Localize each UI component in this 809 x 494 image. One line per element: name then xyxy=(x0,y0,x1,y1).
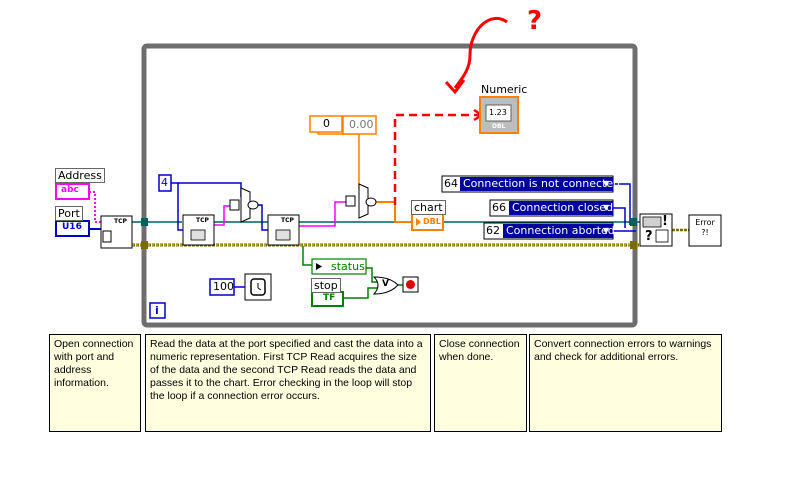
type-cast-node-2[interactable] xyxy=(345,183,377,219)
error-ring-1-arrow: ▼ xyxy=(603,179,610,188)
chart-indicator[interactable] xyxy=(411,213,444,231)
comment-open-connection: Open connection with port and address in… xyxy=(49,334,141,432)
address-wire xyxy=(89,191,101,223)
port-label: Port xyxy=(55,206,83,221)
tcp-open-label: TCP xyxy=(114,218,127,225)
cast-int-const-box[interactable] xyxy=(309,115,343,133)
ring-wire-1 xyxy=(612,183,631,225)
or-gate-label: V xyxy=(382,279,389,289)
tcp-open-node[interactable] xyxy=(100,215,133,249)
annotation-question-mark: ? xyxy=(527,6,543,36)
tcp-read-2-label: TCP xyxy=(281,217,294,224)
size-const-box[interactable] xyxy=(158,174,172,192)
question-glyph-icon: ? xyxy=(645,229,653,244)
stop-bool-wire xyxy=(343,287,378,299)
error-ring-2-arrow: ▼ xyxy=(603,203,610,212)
port-type: U16 xyxy=(62,222,82,232)
status-wire xyxy=(302,246,313,266)
chart-type: DBL xyxy=(423,217,441,226)
annotation-dashed-line xyxy=(393,113,480,205)
stop-type: TF xyxy=(323,293,336,303)
error-ring-3-arrow: ▼ xyxy=(603,226,610,235)
comment-convert-errors: Convert connection errors to warnings an… xyxy=(529,334,722,432)
port-control[interactable] xyxy=(55,220,90,237)
error-ring-3-code: 62 xyxy=(486,224,500,237)
read1-string-wire xyxy=(214,205,230,226)
warning-glyph-icon: ! xyxy=(662,214,668,229)
tcp-read-node-2[interactable] xyxy=(267,214,300,246)
numeric-label: Numeric xyxy=(481,83,528,96)
type-cast-node-1[interactable] xyxy=(229,187,259,223)
address-label: Address xyxy=(55,168,105,183)
comment-close-connection: Close connection when done. xyxy=(434,334,527,432)
chart-wire xyxy=(373,201,412,223)
wait-ms-node[interactable] xyxy=(244,273,272,301)
size-const: 4 xyxy=(161,176,168,189)
address-control[interactable] xyxy=(55,183,90,200)
chart-label: chart xyxy=(411,200,446,215)
numeric-value: 1.23 xyxy=(489,108,507,117)
numeric-type: DBL xyxy=(492,123,506,130)
unbundle-status-node[interactable] xyxy=(311,258,367,275)
cast1-out-wire xyxy=(257,204,268,231)
comment-read-data: Read the data at the port specified and … xyxy=(145,334,431,432)
annotation-arrow xyxy=(453,16,508,89)
loop-iteration-terminal xyxy=(149,302,166,319)
size-const-wire xyxy=(171,182,183,231)
tunnel-error-in xyxy=(141,241,148,249)
error-handler-node[interactable] xyxy=(688,214,722,247)
tunnel-refnum-in xyxy=(141,218,148,226)
annotation-arrowhead xyxy=(444,79,466,95)
stop-label: stop xyxy=(311,278,341,293)
stop-condition-terminal[interactable] xyxy=(402,276,419,293)
ring-wire-2 xyxy=(612,207,626,228)
loop-iteration-label: i xyxy=(155,304,159,317)
tcp-read-node-1[interactable] xyxy=(182,214,215,246)
status-label: status xyxy=(331,260,365,273)
error-ring-1-code: 64 xyxy=(444,177,458,190)
address-type: abc xyxy=(61,185,79,195)
error-ring-1-text: Connection is not connected xyxy=(463,177,621,190)
wait-const: 100 xyxy=(213,280,234,293)
error-ring-2-code: 66 xyxy=(492,201,506,214)
error-handler-label: Error ?! xyxy=(695,218,715,237)
read2-string-wire xyxy=(299,201,346,227)
numeric-indicator[interactable] xyxy=(479,96,519,134)
cast-dbl-const-box[interactable] xyxy=(342,115,377,135)
status-bool-wire xyxy=(366,267,378,283)
tunnel-error-out xyxy=(630,241,637,249)
error-convert-node[interactable] xyxy=(639,213,673,247)
cast-dbl-const: 0.00 xyxy=(349,118,374,131)
cast-int-const: 0 xyxy=(323,117,330,130)
error-ring-2-text: Connection closed xyxy=(512,201,614,214)
size-const-wire-to-cast xyxy=(178,182,242,197)
error-ring-3-text: Connection aborted xyxy=(506,224,615,237)
or-gate[interactable] xyxy=(372,276,399,295)
tunnel-refnum-out xyxy=(630,218,637,226)
tcp-read-1-label: TCP xyxy=(196,217,209,224)
while-loop[interactable] xyxy=(141,43,638,328)
